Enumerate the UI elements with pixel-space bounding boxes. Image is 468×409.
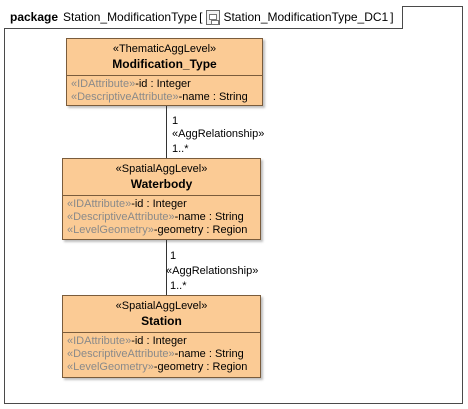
association-stereotype: «AggRelationship» <box>166 265 259 277</box>
class-header: «ThematicAggLevel» Modification_Type <box>67 39 262 76</box>
target-multiplicity: 1..* <box>172 143 189 155</box>
attribute-compartment: «IDAttribute»-id : Integer «DescriptiveA… <box>63 333 260 377</box>
bracket-open: [ <box>199 10 203 24</box>
attribute-row: «IDAttribute»-id : Integer <box>67 198 256 211</box>
association-line <box>166 106 167 158</box>
attribute-compartment: «IDAttribute»-id : Integer «DescriptiveA… <box>63 196 260 240</box>
bracket-close: ] <box>390 10 394 24</box>
class-modification-type[interactable]: «ThematicAggLevel» Modification_Type «ID… <box>66 38 263 106</box>
attribute-stereotype: «DescriptiveAttribute» <box>67 348 175 360</box>
association-line <box>166 240 167 295</box>
association-stereotype: «AggRelationship» <box>172 128 265 140</box>
package-name: Station_ModificationType <box>63 10 198 24</box>
attribute-row: «LevelGeometry»-geometry : Region <box>67 224 256 237</box>
class-diagram-icon <box>206 9 221 25</box>
attribute-text: -geometry : Region <box>153 224 248 236</box>
attribute-text: -name : String <box>174 348 244 360</box>
target-multiplicity: 1..* <box>170 280 187 292</box>
class-header: «SpatialAggLevel» Station <box>63 296 260 333</box>
class-name: Modification_Type <box>112 57 217 71</box>
attribute-text: -geometry : Region <box>153 361 248 373</box>
attribute-text: -id : Integer <box>131 335 187 347</box>
attribute-row: «IDAttribute»-id : Integer <box>71 78 258 91</box>
attribute-stereotype: «LevelGeometry» <box>67 224 154 236</box>
attribute-stereotype: «IDAttribute» <box>67 198 132 210</box>
class-station[interactable]: «SpatialAggLevel» Station «IDAttribute»-… <box>62 295 261 378</box>
package-tab: package Station_ModificationType [ Stati… <box>4 6 403 29</box>
attribute-text: -name : String <box>178 91 248 103</box>
source-multiplicity: 1 <box>172 115 179 127</box>
attribute-row: «DescriptiveAttribute»-name : String <box>67 211 256 224</box>
class-waterbody[interactable]: «SpatialAggLevel» Waterbody «IDAttribute… <box>62 158 261 240</box>
attribute-row: «DescriptiveAttribute»-name : String <box>71 91 258 104</box>
class-header: «SpatialAggLevel» Waterbody <box>63 159 260 196</box>
source-multiplicity: 1 <box>170 250 177 262</box>
attribute-text: -name : String <box>174 211 244 223</box>
attribute-stereotype: «DescriptiveAttribute» <box>71 91 179 103</box>
attribute-row: «LevelGeometry»-geometry : Region <box>67 361 256 374</box>
attribute-row: «IDAttribute»-id : Integer <box>67 335 256 348</box>
class-name: Waterbody <box>130 177 193 191</box>
attribute-stereotype: «IDAttribute» <box>67 335 132 347</box>
class-stereotype: «SpatialAggLevel» <box>115 300 208 312</box>
attribute-stereotype: «IDAttribute» <box>71 78 136 90</box>
class-stereotype: «SpatialAggLevel» <box>115 163 208 175</box>
attribute-stereotype: «LevelGeometry» <box>67 361 154 373</box>
class-name: Station <box>141 314 182 328</box>
attribute-compartment: «IDAttribute»-id : Integer «DescriptiveA… <box>67 76 262 107</box>
package-keyword: package <box>10 10 59 24</box>
attribute-row: «DescriptiveAttribute»-name : String <box>67 348 256 361</box>
attribute-stereotype: «DescriptiveAttribute» <box>67 211 175 223</box>
attribute-text: -id : Integer <box>131 198 187 210</box>
diagram-name: Station_ModificationType_DC1 <box>223 10 389 24</box>
class-stereotype: «ThematicAggLevel» <box>112 43 217 55</box>
attribute-text: -id : Integer <box>135 78 191 90</box>
